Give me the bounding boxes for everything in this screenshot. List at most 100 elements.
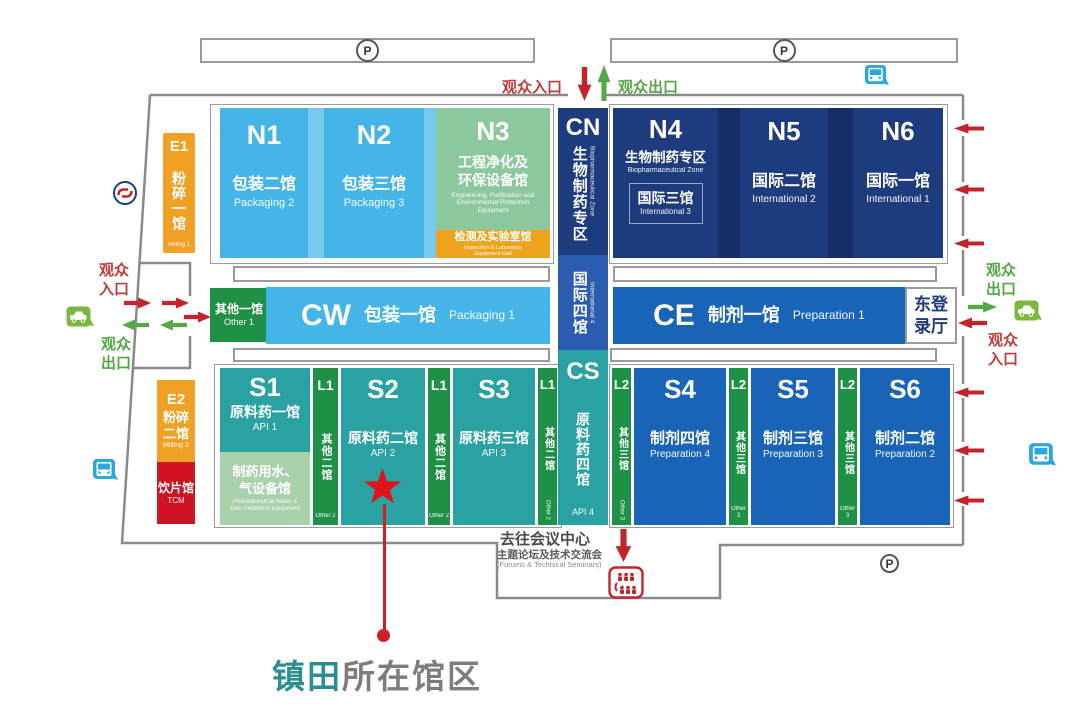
hall-name: 制剂一馆 bbox=[707, 305, 780, 326]
north-halls-frame bbox=[210, 104, 554, 264]
hall-code: L2 bbox=[613, 377, 630, 392]
hall-e1: E1 粉碎一馆 Milling 1 bbox=[163, 133, 195, 253]
hall-name: 粉碎一馆 bbox=[171, 170, 187, 231]
hall-code: L2 bbox=[730, 377, 747, 392]
parking-icon: P bbox=[772, 39, 796, 62]
hall-name: 包装三馆 bbox=[341, 176, 406, 193]
entrance-arrow-icon bbox=[124, 297, 151, 309]
hall-name-en: Other 3 bbox=[730, 506, 746, 520]
gate-arrow-icon bbox=[954, 123, 984, 134]
label-line: 观众 bbox=[986, 262, 1017, 279]
left-visitor-exit-label: 观众 出口 bbox=[101, 336, 131, 374]
gate-arrow-icon bbox=[954, 238, 984, 249]
label-line: 入口 bbox=[99, 280, 130, 298]
hall-name: 原料药二馆 bbox=[348, 430, 418, 446]
hall-s2: S2 原料药二馆 API 2 bbox=[341, 368, 425, 525]
top-visitor-exit-label: 观众出口 bbox=[618, 79, 679, 96]
hall-e2: E2 粉碎 二馆 Milling 2 bbox=[157, 380, 195, 462]
hall-tcm: 饮片馆 TCM bbox=[157, 462, 195, 524]
hall-s1: S1 原料药一馆 API 1 bbox=[220, 368, 310, 452]
label-line: 观众 bbox=[988, 332, 1019, 349]
right-visitor-entrance-label: 观众 入口 bbox=[988, 332, 1018, 370]
hall-name: 制剂四馆 bbox=[649, 430, 710, 447]
hall-name: 包装二馆 bbox=[231, 176, 296, 193]
hall-code: S1 bbox=[249, 372, 281, 402]
east-hall-line2: 录厅 bbox=[914, 316, 948, 336]
hall-name: 其他三馆 bbox=[616, 427, 628, 472]
label-line: 观众 bbox=[101, 336, 132, 353]
hall-code: S6 bbox=[889, 374, 921, 404]
hall-name: 其他二馆 bbox=[320, 432, 332, 481]
callout-line bbox=[383, 504, 386, 630]
hall-code: CN bbox=[565, 114, 601, 141]
zone-name-en: Biopharmaceutical Zone bbox=[627, 166, 704, 174]
hall-name-en: Other 2 bbox=[315, 513, 336, 520]
label-line: 观众 bbox=[99, 262, 130, 279]
hall-name-en: Biopharmaceutical Zone bbox=[588, 146, 596, 217]
hall-divider bbox=[424, 108, 436, 258]
metro-icon bbox=[113, 181, 137, 205]
gate-arrow-icon bbox=[954, 184, 984, 195]
parking-icon: P bbox=[880, 554, 899, 573]
hall-n5: N5 国际二馆 International 2 bbox=[740, 108, 828, 258]
hall-name-en: Milling 1 bbox=[167, 242, 190, 249]
hall-name-en: Inspection & Laboratory Equipment Hall bbox=[463, 244, 523, 257]
hall-name: 其他三馆 bbox=[842, 430, 854, 475]
right-visitor-exit-label: 观众 出口 bbox=[986, 262, 1016, 300]
hall-name-line2: 气设备馆 bbox=[238, 480, 291, 496]
hall-code: L2 bbox=[839, 377, 856, 392]
hall-name-en: Other 1 bbox=[223, 317, 254, 328]
east-registration-hall: 东登 录厅 bbox=[905, 287, 957, 344]
hall-code: N5 bbox=[767, 116, 801, 146]
hall-n3-lab-sub: 检测及实验室馆 Inspection & Laboratory Equipmen… bbox=[436, 230, 550, 258]
hall-code: L1 bbox=[430, 377, 448, 393]
parking-strip-left: P bbox=[200, 38, 535, 63]
car-icon bbox=[1014, 300, 1042, 321]
hall-l1: L1 其他二馆 Other 2 bbox=[538, 368, 557, 525]
hall-l2: L2 其他三馆 Other 3 bbox=[729, 368, 748, 525]
label-line: 出口 bbox=[101, 354, 132, 372]
hall-name: 国际二馆 bbox=[751, 173, 816, 190]
hall-name-line2: 环保设备馆 bbox=[458, 171, 528, 188]
hall-name: 国际三馆 bbox=[637, 189, 694, 206]
gate-arrow-icon bbox=[954, 445, 984, 456]
hall-l1: L1 其他二馆 Other 2 bbox=[313, 368, 338, 525]
bus-icon bbox=[1029, 443, 1056, 466]
north-east-halls-frame bbox=[609, 104, 948, 264]
hall-l1: L1 其他二馆 Other 2 bbox=[428, 368, 450, 525]
hall-name-en: International 3 bbox=[640, 207, 691, 217]
conference-icon bbox=[608, 566, 644, 599]
zone-name: 生物制药专区 bbox=[625, 150, 706, 165]
hall-cn: CN 生物制药专区 Biopharmaceutical Zone bbox=[558, 108, 608, 255]
hall-name-line2: 二馆 bbox=[162, 425, 189, 441]
hall-name-en: International 1 bbox=[866, 194, 930, 205]
hall-name: 原料药一馆 bbox=[230, 404, 300, 420]
hall-name: 制剂二馆 bbox=[874, 430, 935, 447]
hall-code: CE bbox=[653, 298, 695, 332]
hall-name-en: API 1 bbox=[252, 421, 278, 433]
hall-name: 包装一馆 bbox=[363, 305, 436, 326]
hall-code: L1 bbox=[317, 377, 334, 393]
conference-subtitle-en: (Forums & Technical Seminars) bbox=[497, 560, 602, 569]
hall-code: CW bbox=[300, 298, 351, 332]
car-icon bbox=[66, 306, 94, 327]
hall-divider bbox=[828, 108, 853, 258]
hall-code: S2 bbox=[367, 374, 399, 404]
hall-n2: N2 包装三馆 Packaging 3 bbox=[324, 108, 424, 258]
hall-international4: 国际四馆 International 4 bbox=[558, 255, 608, 350]
conference-title: 去往会议中心 bbox=[500, 531, 591, 548]
hall-name-en: International 2 bbox=[752, 194, 816, 205]
hall-name-en: Other 2 bbox=[428, 513, 449, 520]
hall-name: 原料药三馆 bbox=[459, 430, 529, 446]
hall-n6: N6 国际一馆 International 1 bbox=[853, 108, 943, 258]
hall-n3: N3 工程净化及 环保设备馆 Engineering, Purification… bbox=[436, 108, 550, 230]
hall-n4-n6-block: N4 生物制药专区 Biopharmaceutical Zone 国际三馆 In… bbox=[613, 108, 943, 258]
entrance-arrow-icon bbox=[184, 311, 211, 323]
hall-code: N4 bbox=[648, 114, 683, 144]
hall-code: S4 bbox=[664, 374, 696, 404]
bus-icon bbox=[865, 64, 889, 86]
hall-name: 原料药四馆 bbox=[575, 411, 591, 487]
east-hall-line1: 东登 bbox=[914, 295, 948, 315]
